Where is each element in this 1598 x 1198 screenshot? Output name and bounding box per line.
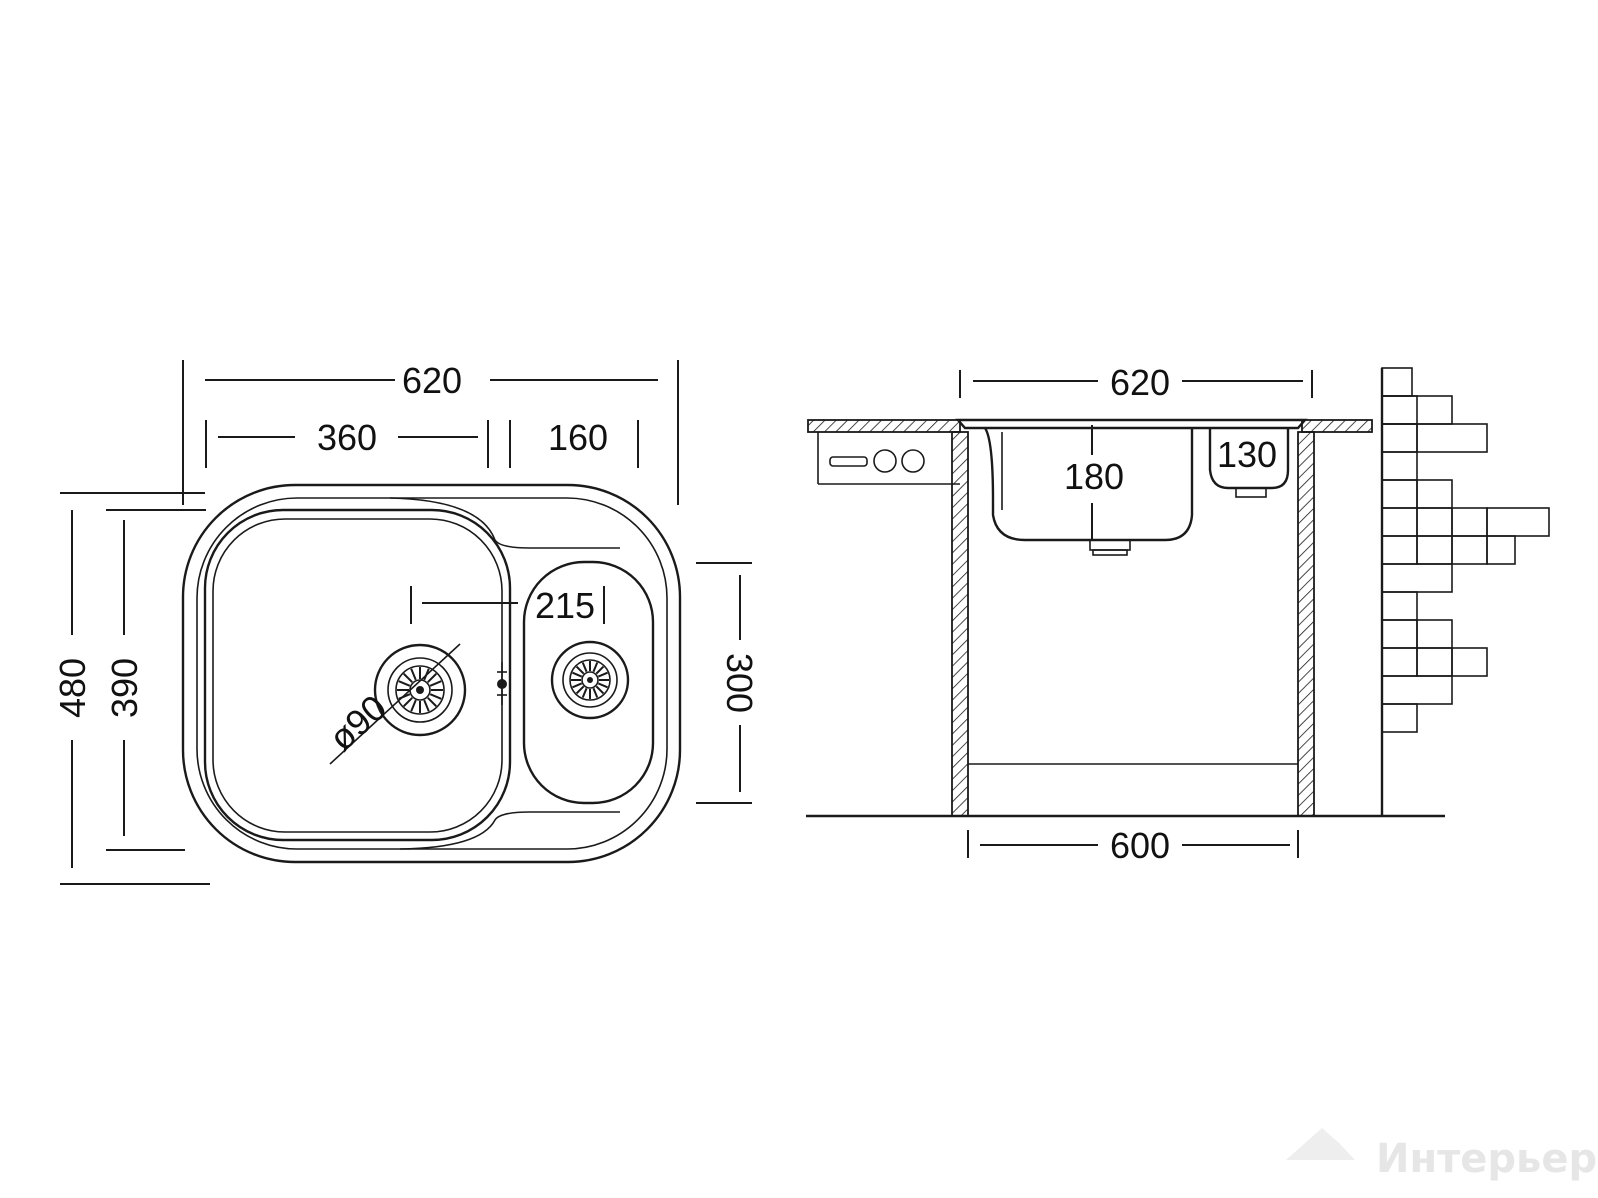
drain-spoke <box>572 682 583 689</box>
drain-spoke <box>427 697 437 707</box>
drain-spoke <box>410 699 417 712</box>
drain-spoke <box>398 680 411 687</box>
sink-profile <box>955 418 1308 556</box>
dim-overall-width-label: 620 <box>402 360 462 401</box>
drain-spoke <box>572 671 583 678</box>
brick <box>1451 507 1488 537</box>
dim-inner-depth: 390 <box>104 509 206 851</box>
top-view: 620 360 160 480 <box>52 360 760 885</box>
watermark-logo-icon <box>1286 1128 1355 1160</box>
brick <box>1381 367 1413 397</box>
brick <box>1381 395 1418 425</box>
small-bowl <box>522 560 655 805</box>
drain-spoke <box>595 685 605 695</box>
brick <box>1416 479 1453 509</box>
drain-spoke <box>597 671 608 678</box>
main-bowl <box>203 508 512 842</box>
brick <box>1381 451 1418 481</box>
drain-spoke <box>429 680 442 687</box>
sink-outline <box>181 483 682 864</box>
brick <box>1486 535 1516 565</box>
brick <box>1381 619 1418 649</box>
brick <box>1381 647 1418 677</box>
dim-overall-depth: 480 <box>52 492 210 885</box>
dim-drain-spacing-label: 215 <box>535 585 595 626</box>
dim-right-bowl-width: 160 <box>509 417 639 468</box>
dim-drain-diameter-label: ø90 <box>321 687 395 759</box>
dim-main-bowl-depth-label: 180 <box>1064 456 1124 497</box>
brick <box>1381 535 1418 565</box>
dim-overall-depth-label: 480 <box>52 658 93 718</box>
drain-spoke <box>429 693 442 700</box>
watermark-text: Интерьер <box>1376 1136 1597 1182</box>
brick <box>1451 535 1488 565</box>
dim-inner-depth-label: 390 <box>104 658 145 718</box>
drain-spoke <box>423 699 430 712</box>
drain-spoke <box>597 682 608 689</box>
cabinet-left-wall <box>951 431 969 817</box>
brick <box>1381 703 1418 733</box>
countertop-right <box>1301 419 1373 433</box>
drainboard-ridge-bottom <box>399 811 620 850</box>
small-drain-icon <box>550 640 630 720</box>
drain-spoke <box>581 662 588 673</box>
drain-spoke <box>575 665 585 675</box>
brick <box>1381 675 1453 705</box>
brick <box>1486 507 1550 537</box>
dim-left-bowl-width: 360 <box>205 417 489 468</box>
drain-spoke <box>581 687 588 698</box>
drain-spoke <box>575 685 585 695</box>
countertop-left <box>807 419 961 485</box>
drain-spoke <box>427 673 437 683</box>
cabinet-right-wall <box>1297 431 1315 817</box>
dim-small-bowl-depth-label: 130 <box>1217 434 1277 475</box>
dim-side-overall-width-label: 620 <box>1110 362 1170 403</box>
drain-spoke <box>592 687 599 698</box>
brick <box>1416 507 1453 537</box>
brick <box>1381 507 1418 537</box>
drain-spoke <box>403 697 413 707</box>
drain-spoke <box>410 668 417 681</box>
brick <box>1381 563 1453 593</box>
dim-small-bowl-depth-label: 300 <box>719 653 760 713</box>
dim-cabinet-width: 600 <box>967 825 1299 866</box>
dim-side-overall-width: 620 <box>959 362 1313 403</box>
brick <box>1381 591 1418 621</box>
brick <box>1381 423 1418 453</box>
control-panel-icon <box>829 449 925 473</box>
overflow-icon <box>497 662 507 705</box>
diameter-leader <box>329 643 461 765</box>
dim-left-bowl-width-label: 360 <box>317 417 377 458</box>
brick <box>1451 647 1488 677</box>
brick <box>1416 423 1488 453</box>
drain-spoke <box>595 665 605 675</box>
brick <box>1416 647 1453 677</box>
dim-small-bowl-depth: 300 <box>696 562 760 804</box>
dim-cabinet-width-label: 600 <box>1110 825 1170 866</box>
side-view: 620 600 180 130 <box>806 362 1550 866</box>
brick-wall <box>1380 367 1550 816</box>
dim-overall-width: 620 <box>182 360 679 505</box>
drain-spoke <box>592 662 599 673</box>
drain-spoke <box>403 673 413 683</box>
brick <box>1416 535 1453 565</box>
drainboard-ridge <box>389 497 620 549</box>
watermark: Интерьер <box>1286 1128 1597 1182</box>
brick <box>1416 619 1453 649</box>
dim-drain-spacing: 215 <box>410 585 605 626</box>
dim-right-bowl-width-label: 160 <box>548 417 608 458</box>
dim-main-bowl-depth: 180 <box>1064 425 1124 540</box>
brick <box>1381 479 1418 509</box>
